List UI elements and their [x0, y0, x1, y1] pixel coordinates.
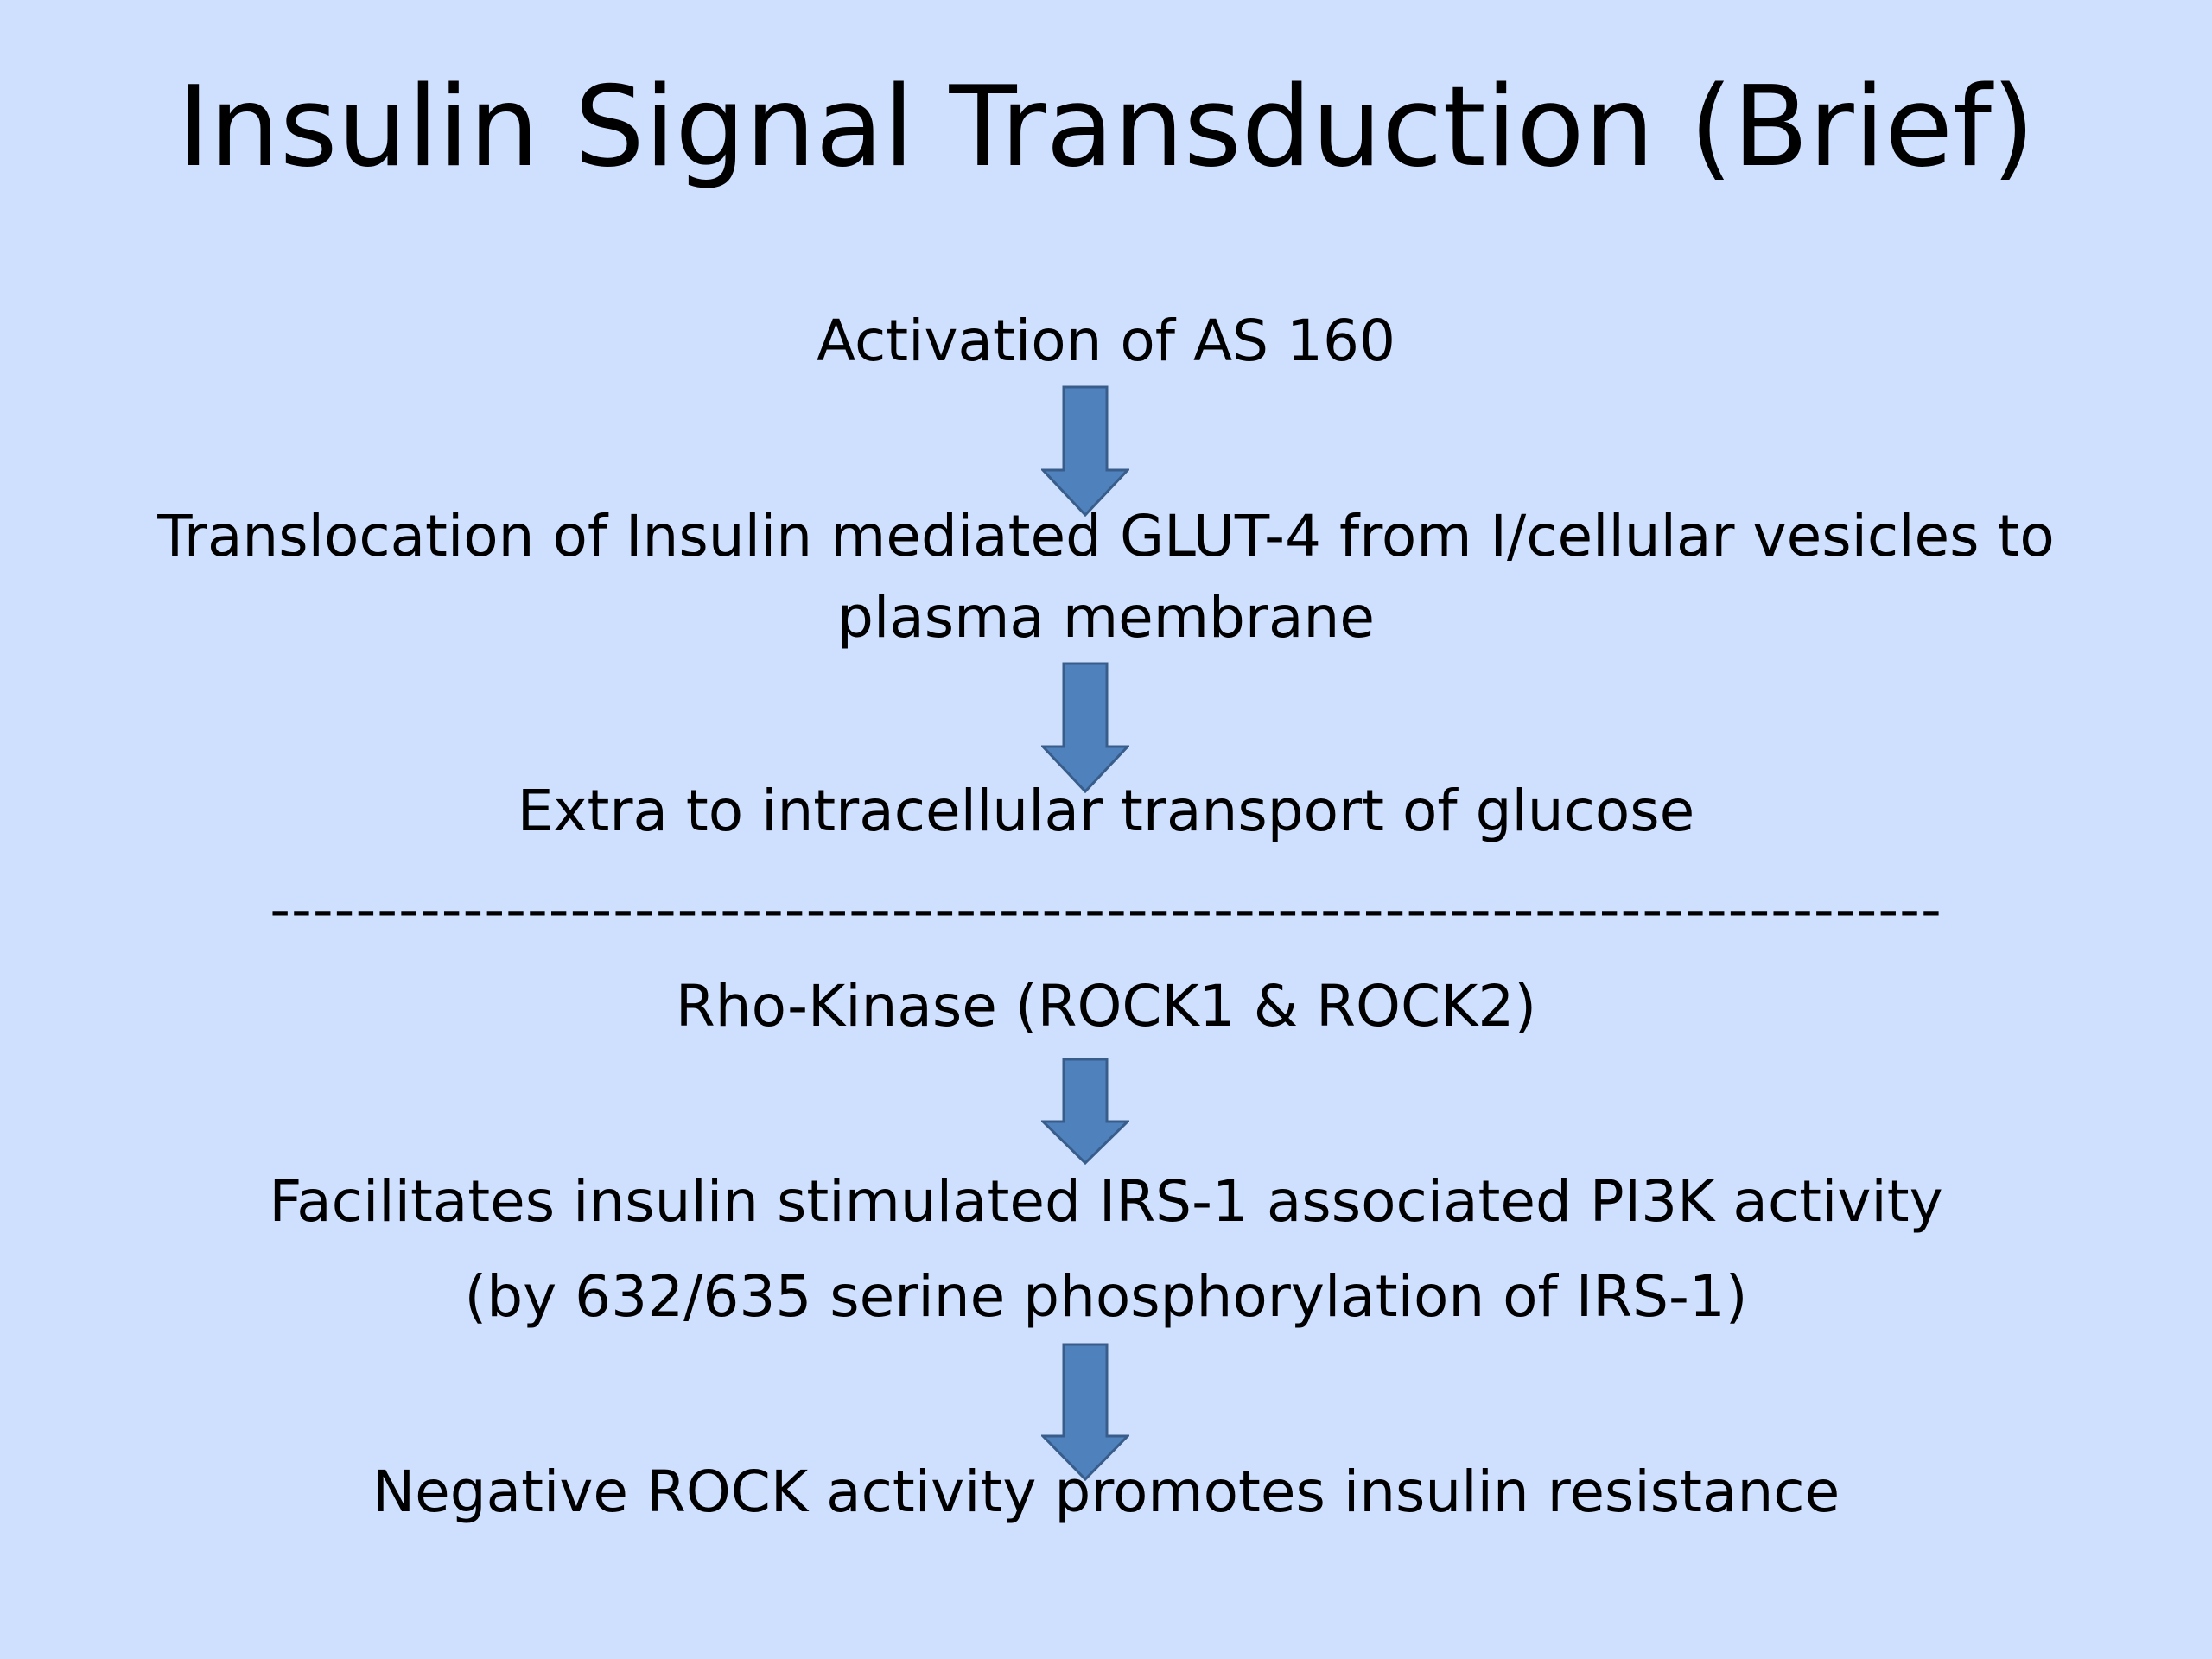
down-arrow-icon	[1041, 385, 1129, 517]
step-pi3k-activity-line2: (by 632/635 serine phosphorylation of IR…	[464, 1263, 1748, 1330]
slide-title: Insulin Signal Transduction (Brief)	[176, 63, 2036, 192]
step-glucose-transport: Extra to intracellular transport of gluc…	[517, 778, 1695, 844]
step-glut4-translocation-line1: Translocation of Insulin mediated GLUT-4…	[157, 503, 2055, 569]
step-activation-as160: Activation of AS 160	[817, 308, 1395, 374]
step-rho-kinase: Rho-Kinase (ROCK1 & ROCK2)	[675, 973, 1537, 1039]
step-glut4-translocation-line2: plasma membrane	[837, 584, 1375, 651]
step-insulin-resistance: Negative ROCK activity promotes insulin …	[372, 1459, 1840, 1525]
section-divider: ----------------------------------------…	[270, 876, 1942, 943]
down-arrow-icon	[1041, 1058, 1129, 1165]
down-arrow-icon	[1041, 662, 1129, 793]
down-arrow-icon	[1041, 1343, 1129, 1481]
step-pi3k-activity-line1: Facilitates insulin stimulated IRS-1 ass…	[269, 1168, 1943, 1235]
